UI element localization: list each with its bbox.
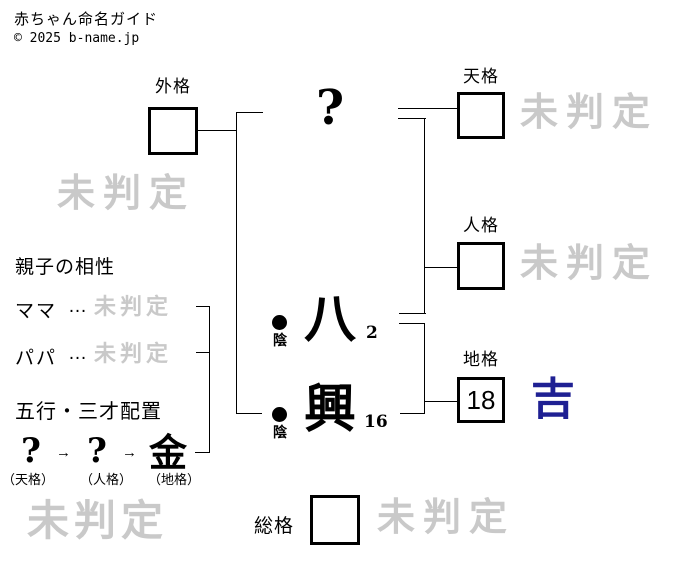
sansai-element-tenkaku: ? — [21, 431, 41, 471]
given-char-2: 興 — [303, 379, 356, 440]
compat-row-papa-result: 未判定 — [94, 341, 173, 367]
chikaku-bracket-line — [424, 323, 425, 414]
gaikaku-result-watermark: 未判定 — [57, 170, 196, 215]
sansai-element-chikaku: 金 — [148, 430, 187, 475]
tenkaku-value-box — [457, 92, 505, 139]
copyright-notice: © 2025 b-name.jp — [14, 31, 140, 46]
compat-mama-tick-line — [196, 306, 210, 307]
given-char-2-strokes: 16 — [364, 412, 388, 432]
gaikaku-label: 外格 — [155, 77, 191, 96]
tenkaku-result-watermark: 未判定 — [520, 89, 659, 134]
sansai-sub-chikaku: （地格） — [148, 472, 201, 487]
sansai-tick-line — [195, 452, 210, 453]
jinkaku-top-tick-line — [398, 118, 426, 119]
jinkaku-bottom-tick-line — [399, 313, 426, 314]
compat-papa-tick-line — [196, 352, 210, 353]
tenkaku-label: 天格 — [463, 67, 499, 86]
inyo-dot-icon — [272, 315, 287, 330]
sansai-arrow-icon: → — [56, 444, 71, 461]
jinkaku-box-connector-line — [425, 267, 457, 268]
soukaku-result-watermark: 未判定 — [377, 494, 516, 539]
sansai-title: 五行・三才配置 — [15, 401, 162, 423]
gaikaku-bottom-tick-line — [237, 413, 262, 414]
tenkaku-connector-line — [398, 108, 457, 109]
page-title: 赤ちゃん命名ガイド — [14, 11, 159, 28]
chikaku-label: 地格 — [463, 350, 499, 369]
compat-row-mama-separator: … — [68, 296, 87, 317]
compat-row-mama-label: ママ — [15, 301, 58, 322]
chikaku-top-tick-line — [399, 323, 425, 324]
compatibility-title: 親子の相性 — [15, 257, 116, 278]
inyo-label-2: 陰 — [273, 426, 287, 441]
inyo-label-1: 陰 — [273, 334, 287, 349]
compat-row-papa-separator: … — [68, 343, 87, 364]
compat-bracket-line — [209, 306, 210, 453]
sansai-result-watermark: 未判定 — [27, 496, 169, 545]
soukaku-value-box — [310, 495, 360, 545]
jinkaku-value-box — [457, 242, 505, 290]
soukaku-label: 総格 — [254, 516, 295, 537]
jinkaku-bracket-line — [424, 118, 425, 314]
sansai-sub-jinkaku: （人格） — [80, 472, 133, 487]
gaikaku-value-box — [148, 107, 198, 155]
sansai-element-jinkaku: ? — [87, 431, 107, 471]
gaikaku-box-connector-line — [198, 130, 237, 131]
chikaku-box-connector-line — [425, 401, 457, 402]
gaikaku-top-tick-line — [237, 112, 263, 113]
jinkaku-result-watermark: 未判定 — [520, 240, 659, 285]
given-char-1: 八 — [303, 289, 356, 350]
chikaku-bottom-tick-line — [400, 413, 425, 414]
inyo-dot-icon — [272, 407, 287, 422]
given-char-1-strokes: 2 — [366, 323, 378, 343]
chikaku-value-box: 18 — [457, 377, 505, 423]
surname-char: ? — [315, 80, 345, 136]
compat-row-mama-result: 未判定 — [94, 294, 173, 320]
compat-row-papa-label: パパ — [15, 348, 58, 369]
sansai-sub-tenkaku: （天格） — [2, 472, 55, 487]
gaikaku-bracket-line — [236, 112, 237, 414]
sansai-arrow-icon: → — [122, 444, 137, 461]
jinkaku-label: 人格 — [463, 216, 499, 235]
chikaku-result-kichi: 吉 — [531, 374, 575, 425]
